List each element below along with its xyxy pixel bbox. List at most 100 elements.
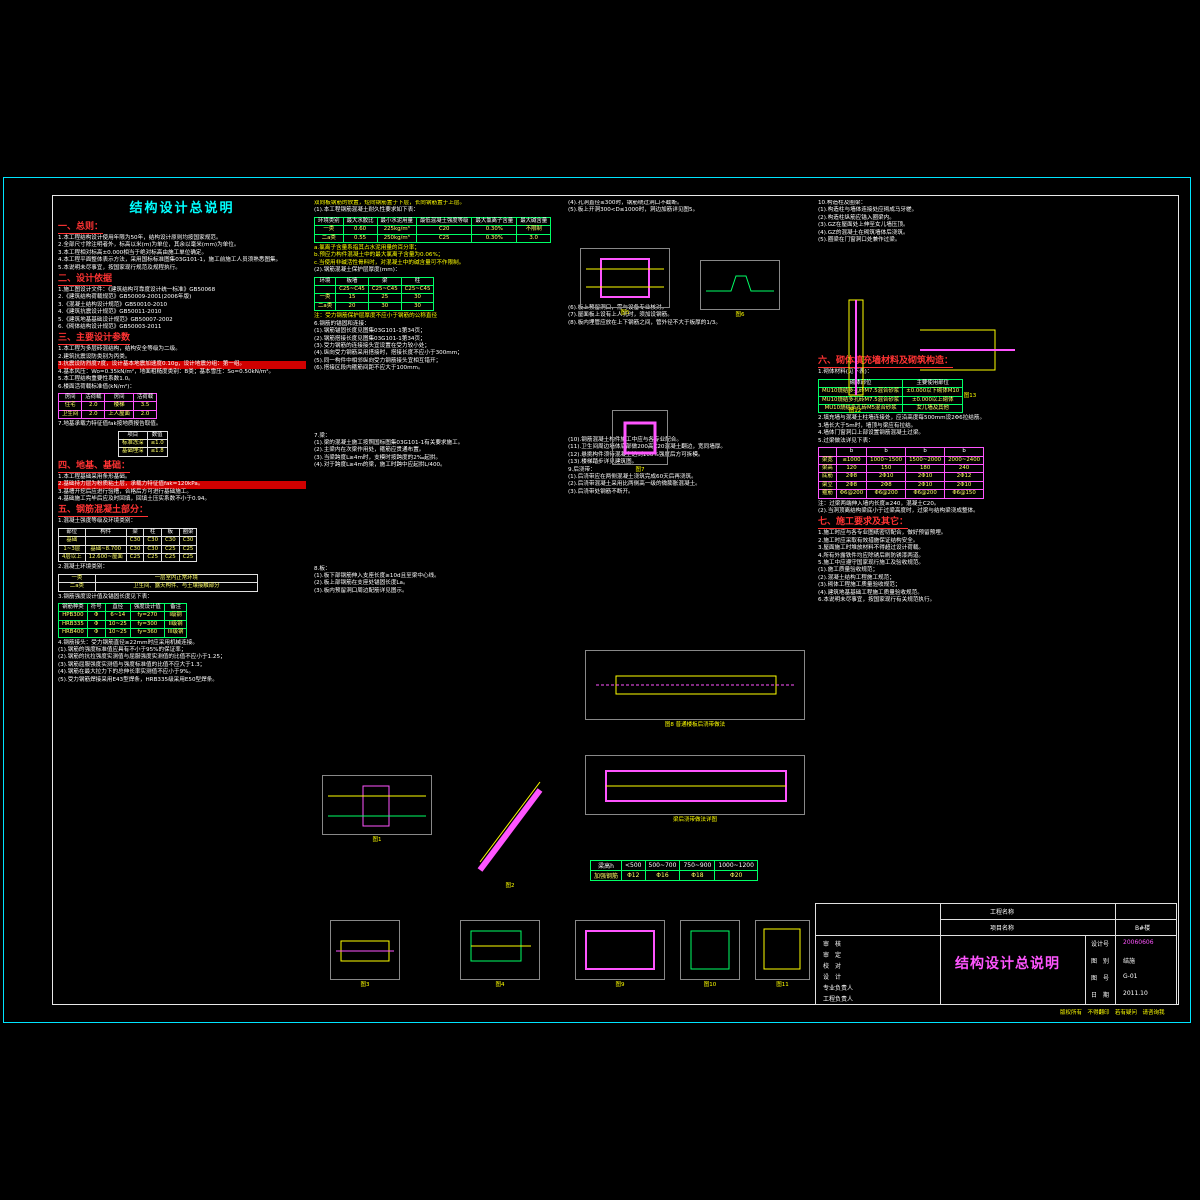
text-line: (12).悬挑构件须待混凝土达到100%强度后方可拆模。 (568, 451, 704, 458)
table-header: 最大水胶比 (342, 216, 378, 227)
text-line: (3).板内预留洞口周边配筋详见图示。 (314, 587, 408, 594)
text-line: a.氯离子含量系指其占水泥用量的百分率； (314, 245, 420, 252)
figure-13: 图13 (915, 310, 1025, 399)
table-cell: 底筋 (818, 472, 837, 482)
durability-sub: (1).本工程钢筋混凝土耐久性要求如下表： (314, 207, 419, 214)
table-cell: C25~C45 (400, 285, 435, 295)
table-cell: 二a类 (314, 233, 344, 244)
table-cell: 2Φ8 (866, 480, 907, 491)
table-cell: 225kg/m³ (376, 225, 417, 235)
text-line: 3.基槽开挖后应进行验槽，合格后方可进行基础施工。 (58, 488, 192, 495)
table-cell: 4层以上 (58, 552, 86, 563)
cover-sub: (2).钢筋混凝土保护层厚度(mm)： (314, 267, 401, 274)
table-cell: ≤1.8 (146, 447, 168, 457)
table-cell: C30 (143, 536, 163, 546)
column-durability: 双向板钢筋的放置，短向钢筋置于下层，长向钢筋置于上层。 (1).本工程钢筋混凝土… (314, 200, 564, 890)
table-cell: 基础~8.700 (84, 544, 127, 555)
text-line: (3).当梁跨度L≥4m时，支模时按跨度的2‰起拱。 (314, 454, 442, 461)
text-line: (1).钢筋锚固长度见图集03G101-1第34页； (314, 328, 426, 335)
text-line: 3.抗震设防烈度7度，设计基本地震加速度0.10g，设计地震分组：第一组。 (58, 361, 306, 369)
text-line: 3.本工程相对标高±0.000相当于绝对标高由施工单位确定。 (58, 249, 208, 256)
slab-rebar-intro: 双向板钢筋的放置，短向钢筋置于下层，长向钢筋置于上层。 (314, 200, 466, 206)
foundation-bearing-note: 7.地基承载力特征值fak按地质报告取值。 (58, 421, 162, 428)
figure-11-label: 图10 (703, 982, 717, 988)
copyright-note: 版权所有 不得翻印 若有疑问 请咨询我 (1060, 1010, 1165, 1016)
steel-note: 3.钢筋强度设计值及锚固长度见下表： (58, 593, 153, 600)
beam-lines: (1).梁的混凝土施工按照国标图集03G101-1有关要求施工。(2).主梁内在… (314, 440, 564, 470)
figure-5: 图5 (580, 248, 670, 316)
table-header: 符号 (86, 603, 106, 613)
role-label: 审 核 (823, 941, 842, 948)
table-cell: 2Φ10 (905, 472, 946, 482)
drawing-outer-frame (3, 177, 1191, 1023)
table-cell: HRB400 (58, 628, 88, 638)
table-cell: III级钢 (163, 628, 188, 638)
field-value: 结施 (1123, 958, 1136, 965)
table-header: 环境 (314, 276, 337, 287)
table-header: 最低混凝土强度等级 (415, 216, 473, 227)
table-cell: Φ (86, 628, 106, 638)
figure-5-label: 图5 (620, 310, 630, 316)
table-cell: Φ20 (714, 870, 758, 881)
text-line: (3).后浇带处钢筋不断开。 (568, 488, 634, 495)
section-construction: 七、施工要求及其它： (818, 517, 909, 530)
text-line: (4).钢筋在最大拉力下的总伸长率实测值不应小于9%。 (58, 669, 195, 676)
table-header: 项目 (118, 430, 148, 440)
figure-1-drawing (328, 785, 426, 827)
table-cell: 2.0 (81, 401, 106, 411)
text-line: 1.施工图设计文件：《建筑结构可靠度设计统一标准》GB50068 (58, 287, 216, 294)
text-line: 1.本工程结构设计使用年限为50年，结构设计原则均按国家规范。 (58, 235, 222, 241)
figure-2-drawing (477, 781, 543, 872)
text-line: (3).受力钢筋的连接接头宜设置在受力较小处； (314, 342, 430, 349)
table-cell: C25 (415, 233, 473, 244)
table-cell: 250kg/m³ (376, 233, 417, 244)
table-header: b (835, 447, 868, 457)
figure-4-drawing (470, 930, 531, 962)
text-line: (11).卫生间周边墙体底部做200高C20混凝土翻边，宽同墙厚。 (568, 444, 727, 451)
main-title: 结构设计总说明 (129, 201, 235, 216)
figure-10-label: 图9 (615, 982, 625, 988)
text-line: (2).钢筋的抗拉强度实测值与屈服强度实测值的比值不应小于1.25； (58, 654, 226, 661)
table-cell: 3.0 (516, 233, 552, 244)
table-header: 最大氯离子含量 (471, 216, 518, 227)
text-line: 1.施工时应与各专业图纸密切配合，做好预留预埋。 (818, 530, 947, 537)
text-line: (3).砌体工程施工质量验收规范； (818, 582, 901, 589)
text-line: 4.墙体门窗洞口上部设置钢筋混凝土过梁。 (818, 430, 925, 437)
text-line: 6.楼面活荷载标准值(kN/m²)： (58, 383, 136, 390)
concrete-lines: 1.混凝土强度等级及环境类别： (58, 518, 306, 525)
table-cell: HRB335 (58, 619, 88, 630)
figure-4: 图4 (460, 920, 540, 988)
figure-9-label: 梁后浇带做法详图 (672, 817, 717, 823)
table-cell: 10~25 (104, 619, 131, 630)
table-cell: C25 (161, 552, 180, 563)
text-line: 2.填充墙与混凝土柱墙连接处，应沿高度每500mm设2Φ6拉结筋。 (818, 415, 986, 422)
text-line: 4.《建筑抗震设计规范》GB50011-2010 (58, 309, 162, 316)
table-row: MU10烧结多孔砖M5混合砂浆女儿墙及其他 (818, 404, 964, 414)
text-line: 5.过梁做法详见下表： (818, 437, 874, 444)
text-line: (1).梁的混凝土施工按照国标图集03G101-1有关要求施工。 (314, 439, 464, 446)
table-cell: 25 (367, 293, 402, 303)
figure-12-label: 图12 (848, 408, 862, 414)
table-cell: 6~14 (104, 611, 131, 621)
table-cell: MU10烧结多孔砖M7.5混合砂浆 (818, 387, 904, 397)
table-cell: 1500~2000 (905, 455, 946, 465)
section-general: 一、总则： (58, 222, 104, 234)
item-label: 项目名称 (990, 925, 1015, 932)
table-header: 梁 (125, 527, 145, 538)
table-cell: 30 (400, 301, 435, 312)
table-header: 强度设计值 (129, 603, 165, 613)
section-design-params: 三、主要设计参数 (58, 333, 131, 346)
table-header: 构件 (84, 527, 127, 538)
table-header: b (944, 447, 985, 457)
text-line: 5.施工中应遵守国家现行施工及验收规范。 (818, 559, 925, 566)
table-cell: 基础埋深 (118, 447, 148, 457)
text-line: 1.本工程基础采用条形基础。 (58, 473, 131, 480)
environment-note: 2.混凝土环境类别： (58, 564, 109, 571)
